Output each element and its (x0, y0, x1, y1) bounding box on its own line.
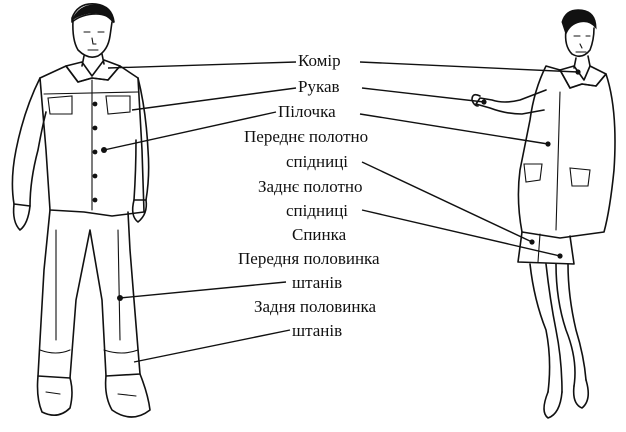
label-front: Пілочка (278, 102, 336, 121)
label-skirt-back-line2: спідниці (286, 201, 348, 220)
label-trouser-back-line2: штанів (292, 321, 342, 340)
label-collar: Комір (298, 51, 341, 70)
label-skirt-back-line1: Заднє полотно (258, 177, 363, 196)
label-back: Спинка (292, 225, 347, 244)
leader-lines (101, 61, 581, 363)
part-labels: Комір Рукав Пілочка Переднє полотно спід… (238, 51, 380, 340)
label-trouser-front-line2: штанів (292, 273, 342, 292)
label-skirt-front-line1: Переднє полотно (244, 127, 368, 146)
male-figure (11, 2, 151, 418)
label-trouser-back-line1: Задня половинка (254, 297, 376, 316)
label-sleeve: Рукав (298, 77, 340, 96)
label-trouser-front-line1: Передня половинка (238, 249, 380, 268)
label-skirt-front-line2: спідниці (286, 152, 348, 171)
